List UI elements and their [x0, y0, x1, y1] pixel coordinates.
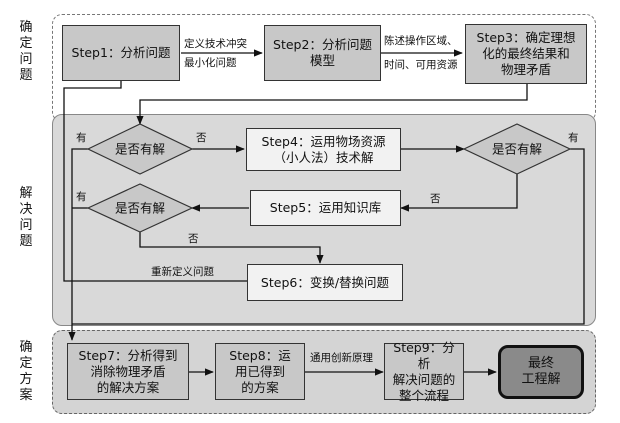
stage-label-solve-problem: 解决问题: [19, 186, 33, 249]
step9-box: Step9：分析 解决问题的 整个流程: [384, 340, 464, 403]
decision3-label: 是否有解: [492, 142, 542, 157]
decision1-label: 是否有解: [115, 142, 165, 157]
edge-label-step8-step9: 通用创新原理: [310, 352, 373, 364]
edge-label-decision3-no: 否: [430, 193, 441, 205]
arrow-step3-to-decision1: [136, 83, 528, 125]
stage-label-define-problem: 确定问题: [19, 20, 33, 83]
arrow-decision1-yes-to-step7: [68, 148, 88, 341]
step6-box: Step6：变换/替换问题: [247, 264, 403, 301]
step3-box: Step3：确定理想 化的最终结果和 物理矛盾: [465, 24, 587, 84]
step1-box: Step1：分析问题: [62, 25, 180, 81]
decision3-diamond: [462, 123, 572, 175]
step5-box: Step5：运用知识库: [250, 190, 401, 226]
step4-box: Step4：运用物场资源 （小人法）技术解: [246, 128, 401, 171]
edge-label-decision3-yes: 有: [568, 132, 579, 144]
decision2-diamond: [86, 183, 194, 233]
decision1-diamond: [86, 123, 194, 175]
edge-label-redefine-problem: 重新定义问题: [151, 266, 214, 278]
edge-label-step2-step3-top: 陈述操作区域、: [384, 35, 458, 47]
edge-label-decision1-yes: 有: [76, 132, 87, 144]
edge-label-decision1-no: 否: [196, 132, 207, 144]
arrow-decision2-no-to-step6: [139, 231, 324, 264]
arrow-step6-redefine-to-step1: [63, 71, 247, 282]
step2-box: Step2：分析问题 模型: [264, 25, 381, 81]
step7-box: Step7：分析得到 消除物理矛盾 的解决方案: [67, 343, 189, 400]
final-engineering-solution-box: 最终 工程解: [498, 345, 584, 399]
arrow-decision3-no-to-step5: [400, 172, 518, 212]
edge-label-decision2-yes: 有: [76, 191, 87, 203]
edge-label-step1-step2: 定义技术冲突 最小化问题: [184, 38, 247, 69]
decision2-label: 是否有解: [115, 201, 165, 216]
stage-label-determine-solution: 确定方案: [19, 340, 33, 403]
edge-label-step2-step3-bottom: 时间、可用资源: [384, 59, 458, 71]
step8-box: Step8：运 用已得到 的方案: [215, 343, 305, 400]
edge-label-decision2-no: 否: [188, 233, 199, 245]
arrow-decision3-yes-to-step7: [72, 148, 585, 325]
